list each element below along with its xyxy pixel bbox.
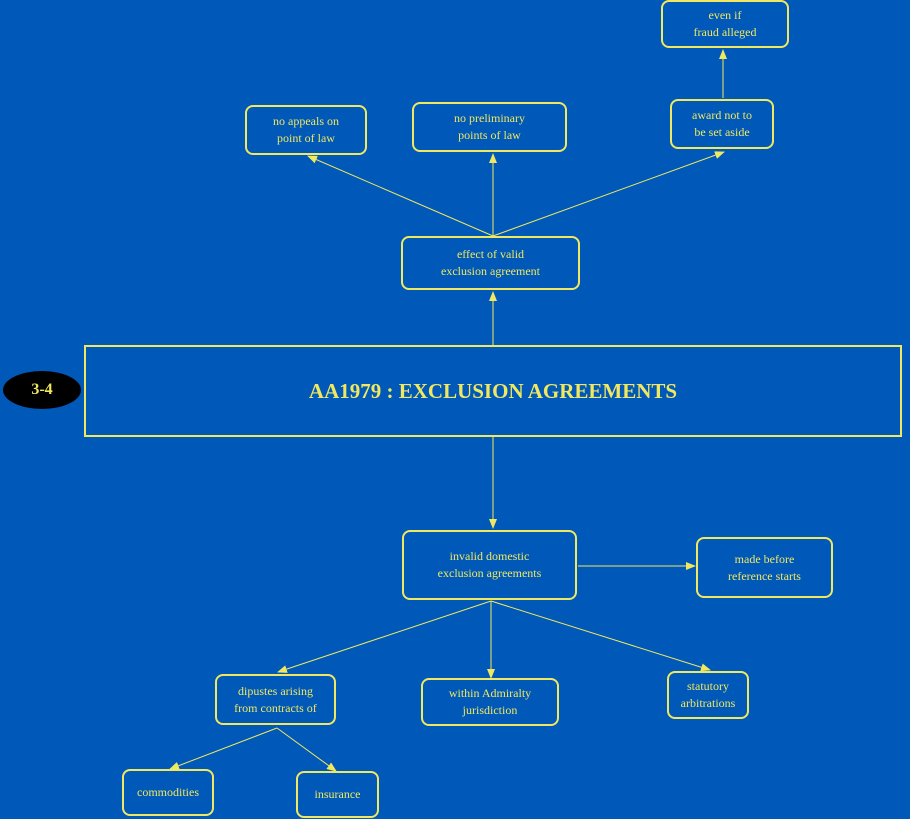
node-admiralty: within Admiralty jurisdiction — [421, 678, 559, 726]
node-made-before: made before reference starts — [696, 537, 833, 598]
arrow-effect-to-award — [492, 151, 725, 237]
node-disputes-arising: dipustes arising from contracts of — [215, 674, 336, 725]
node-no-preliminary: no preliminary points of law — [412, 102, 567, 152]
node-no-appeals: no appeals on point of law — [245, 105, 367, 155]
arrow-effect-to-no-appeals — [307, 155, 494, 237]
node-even-if-fraud: even if fraud alleged — [661, 0, 789, 48]
arrow-disputes-to-commodities — [169, 727, 278, 770]
arrow-invalid-to-statutory — [490, 600, 711, 672]
node-commodities: commodities — [122, 769, 214, 816]
node-award-not-set-aside: award not to be set aside — [670, 99, 774, 149]
arrow-invalid-to-disputes — [277, 600, 492, 673]
node-invalid-domestic: invalid domestic exclusion agreements — [402, 530, 577, 600]
arrow-disputes-to-insurance — [276, 727, 337, 772]
node-insurance: insurance — [296, 771, 379, 818]
main-title: AA1979 : EXCLUSION AGREEMENTS — [308, 378, 678, 403]
node-statutory: statutory arbitrations — [667, 671, 749, 719]
section-badge: 3-4 — [3, 371, 81, 409]
main-title-box: AA1979 : EXCLUSION AGREEMENTS — [84, 345, 902, 437]
node-effect-of-valid-exclusion: effect of valid exclusion agreement — [401, 236, 580, 290]
